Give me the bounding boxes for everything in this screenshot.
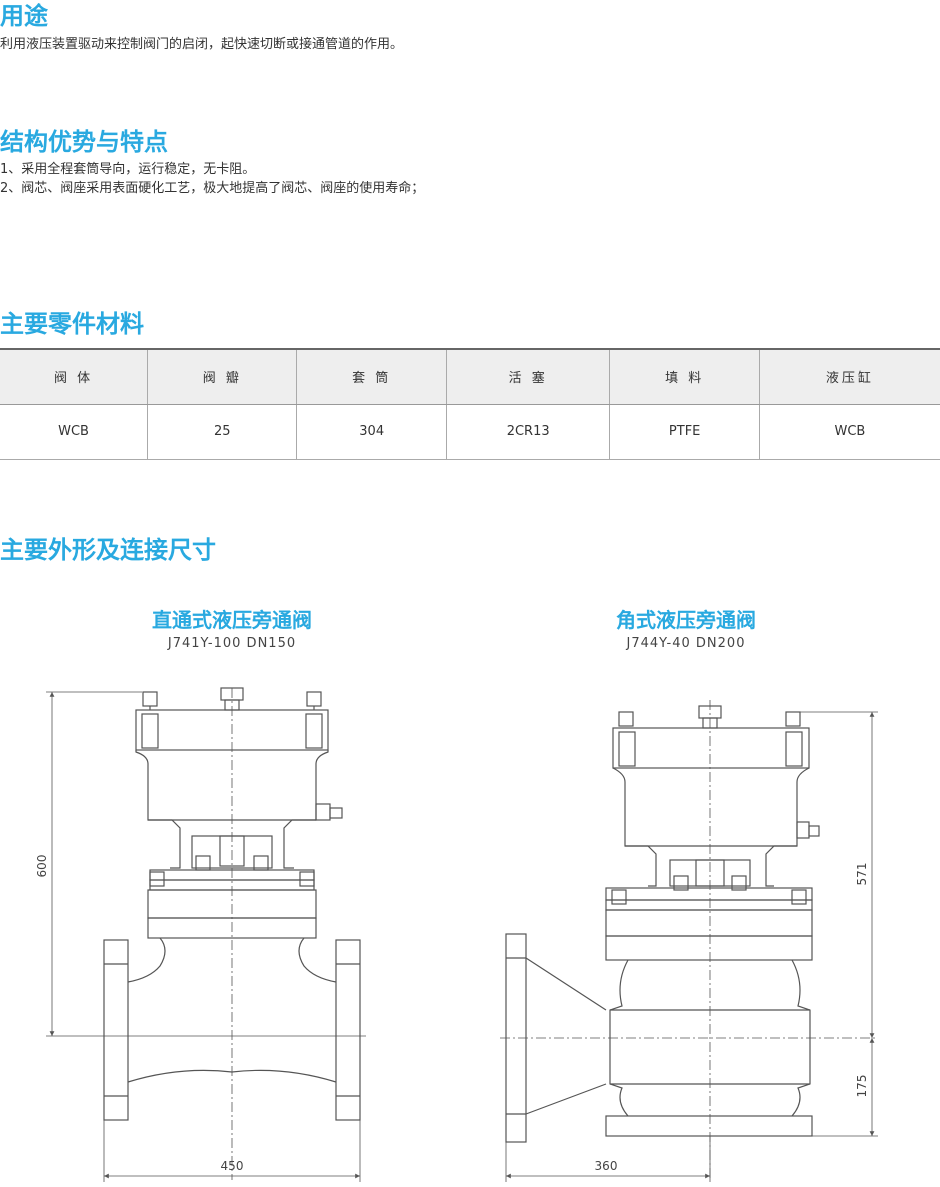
material-header: 套 筒 bbox=[296, 349, 447, 405]
structure-point-2: 2、阀芯、阀座采用表面硬化工艺，极大地提高了阀芯、阀座的使用寿命； bbox=[0, 181, 425, 196]
material-header: 液压缸 bbox=[759, 349, 940, 405]
material-value: PTFE bbox=[609, 404, 760, 459]
materials-value-row: WCB 25 304 2CR13 PTFE WCB bbox=[0, 404, 940, 459]
materials-header-row: 阀 体 阀 瓣 套 筒 活 塞 填 料 液压缸 bbox=[0, 349, 940, 405]
angle-valve-drawing bbox=[500, 700, 878, 1180]
dim-height-571: 571 bbox=[855, 863, 869, 886]
dim-width-450: 450 bbox=[221, 1159, 244, 1173]
dim-height-175: 175 bbox=[855, 1075, 869, 1098]
structure-point-1: 1、采用全程套筒导向，运行稳定，无卡阻。 bbox=[0, 162, 256, 177]
material-value: WCB bbox=[0, 404, 149, 459]
valve-2-title: 角式液压旁通阀 bbox=[616, 608, 756, 632]
valve-2-model: J744Y-40 DN200 bbox=[626, 636, 746, 651]
material-value: WCB bbox=[834, 424, 866, 439]
materials-table: 阀 体 阀 瓣 套 筒 活 塞 填 料 液压缸 WCB 25 304 2CR13… bbox=[0, 348, 940, 460]
material-value: 2CR13 bbox=[446, 404, 611, 459]
section-title-dimensions: 主要外形及连接尺寸 bbox=[0, 536, 216, 564]
dim-width-360: 360 bbox=[595, 1159, 618, 1173]
valve-drawings: 600 450 bbox=[35, 687, 878, 1182]
use-description: 利用液压装置驱动来控制阀门的启闭，起快速切断或接通管道的作用。 bbox=[0, 37, 404, 52]
structure-points: 1、采用全程套筒导向，运行稳定，无卡阻。 2、阀芯、阀座采用表面硬化工艺，极大地… bbox=[0, 160, 424, 198]
dim-height-600: 600 bbox=[35, 855, 49, 878]
section-title-structure: 结构优势与特点 bbox=[0, 128, 168, 156]
material-header: 阀 瓣 bbox=[147, 349, 298, 405]
straight-valve-drawing bbox=[103, 687, 361, 1180]
material-value: 304 bbox=[296, 404, 447, 459]
material-header: 填 料 bbox=[609, 349, 760, 405]
section-title-use: 用途 bbox=[0, 2, 48, 30]
angle-valve-dimensions bbox=[505, 711, 878, 1182]
straight-valve-dimensions bbox=[46, 691, 366, 1182]
material-header: 活 塞 bbox=[446, 349, 611, 405]
material-header: 阀 体 bbox=[0, 349, 149, 405]
valve-1-title: 直通式液压旁通阀 bbox=[152, 608, 312, 632]
material-value: 25 bbox=[147, 404, 298, 459]
section-title-materials: 主要零件材料 bbox=[0, 310, 144, 338]
valve-1-model: J741Y-100 DN150 bbox=[167, 636, 297, 651]
